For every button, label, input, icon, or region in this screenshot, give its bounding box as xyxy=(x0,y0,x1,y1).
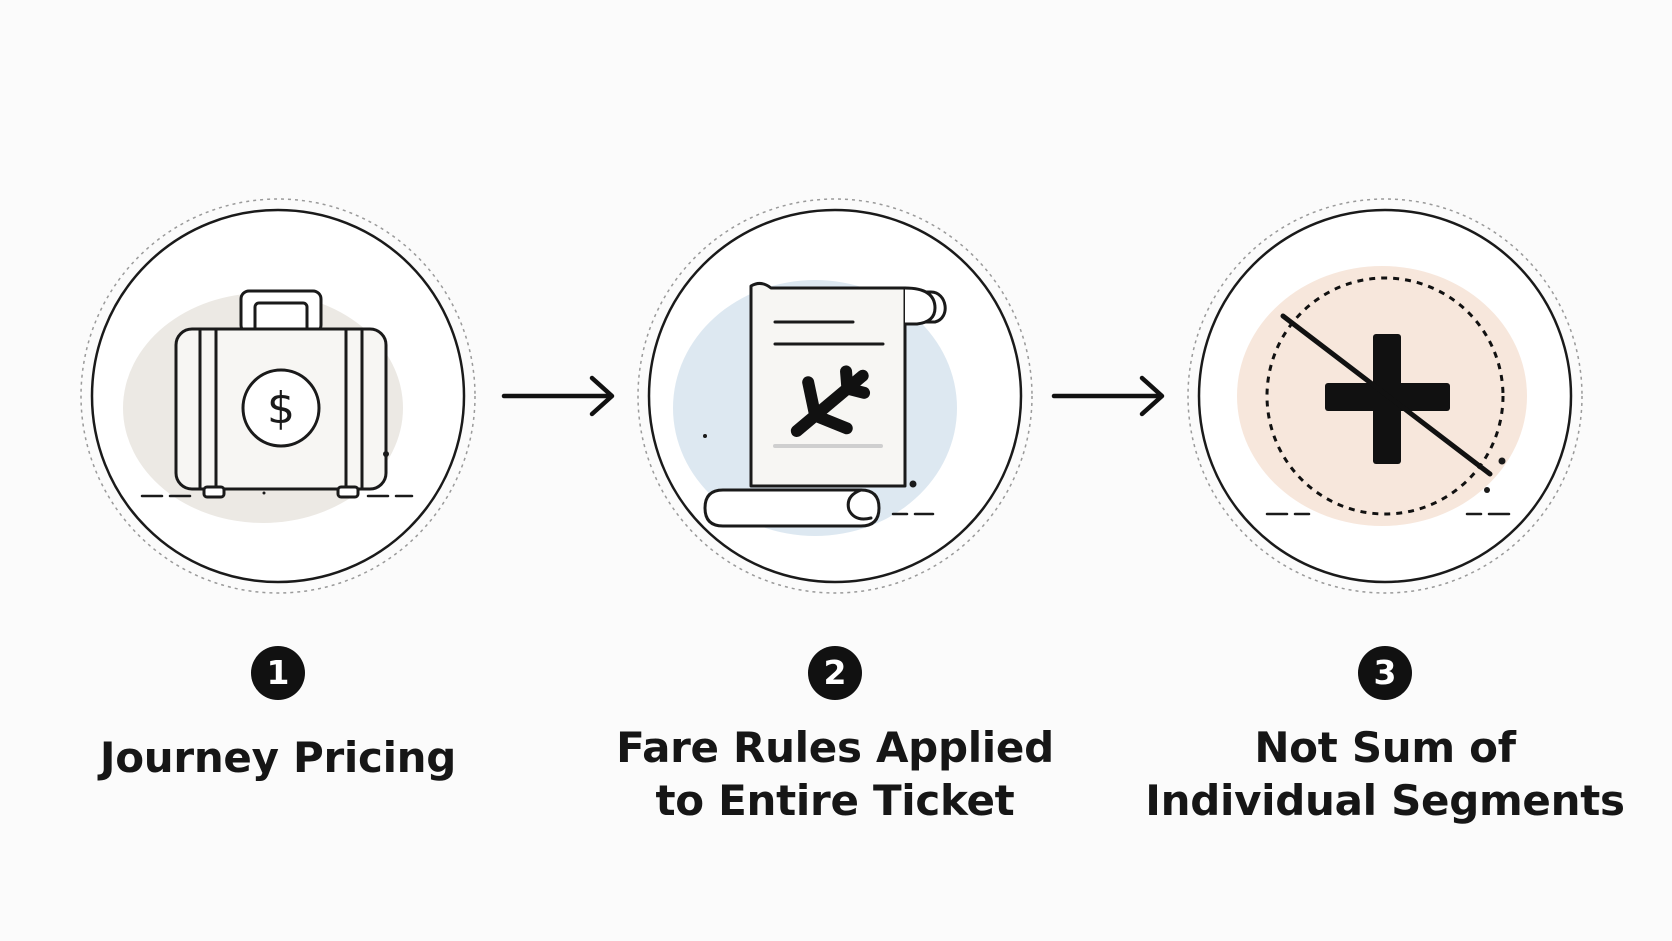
briefcase-dollar-icon: $ xyxy=(174,289,388,499)
step-3-label-line-1: Not Sum of xyxy=(1254,723,1516,772)
step-3: 3 Not Sum of Individual Segments xyxy=(1145,196,1625,916)
ticket-scroll-plane-icon xyxy=(703,281,947,528)
step-2-label: Fare Rules Applied to Entire Ticket xyxy=(595,721,1075,827)
step-3-circle xyxy=(1185,196,1585,596)
svg-text:$: $ xyxy=(267,383,295,434)
step-3-label-line-2: Individual Segments xyxy=(1145,776,1625,825)
step-2-label-line-2: to Entire Ticket xyxy=(655,776,1015,825)
arrow-2-icon xyxy=(1051,375,1165,417)
crossed-plus-icon xyxy=(1265,276,1505,516)
step-2-number-badge: 2 xyxy=(808,646,862,700)
step-1-label-line-1: Journey Pricing xyxy=(99,733,457,782)
step-1-number-badge: 1 xyxy=(251,646,305,700)
step-1-circle: $ xyxy=(78,196,478,596)
arrow-1-icon xyxy=(501,375,615,417)
step-2: 2 Fare Rules Applied to Entire Ticket xyxy=(616,196,1054,916)
step-2-label-line-1: Fare Rules Applied xyxy=(616,723,1054,772)
airplane-icon xyxy=(790,365,871,437)
step-2-circle xyxy=(635,196,1035,596)
step-3-number-badge: 3 xyxy=(1358,646,1412,700)
step-1-label: Journey Pricing xyxy=(38,731,518,784)
step-3-label: Not Sum of Individual Segments xyxy=(1145,721,1625,827)
step-1: $ 1 Journey Pricing xyxy=(78,196,478,916)
